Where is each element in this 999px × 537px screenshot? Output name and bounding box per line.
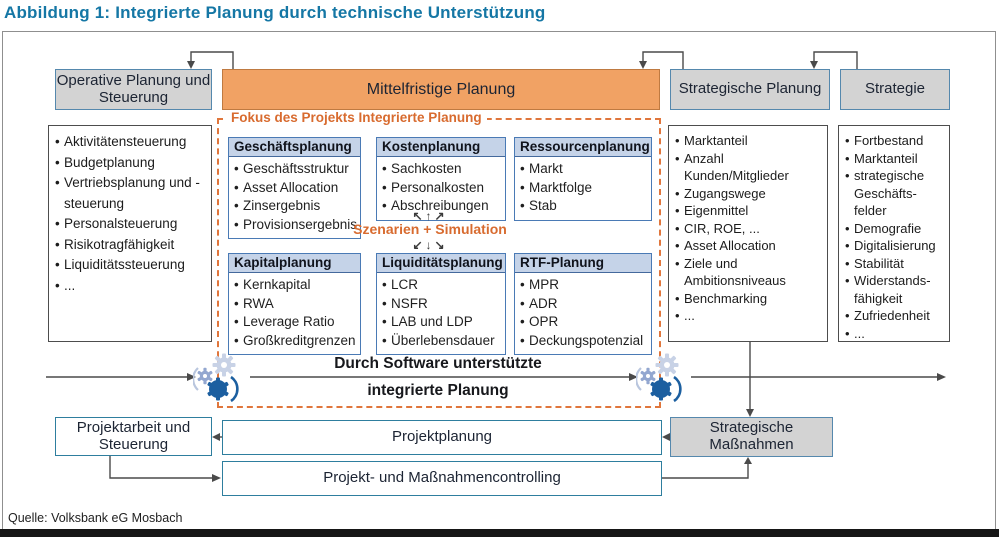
szenarien-simulation-label: Szenarien + Simulation <box>353 221 507 237</box>
panel-title: RTF-Planung <box>515 254 651 273</box>
strategische-planung-listbox: MarktanteilAnzahl Kunden/MitgliederZugan… <box>668 125 828 342</box>
list-item: Provisionsergebnis <box>234 216 358 235</box>
list-item: Sachkosten <box>382 160 503 179</box>
strategische-planung-list: MarktanteilAnzahl Kunden/MitgliederZugan… <box>675 132 824 325</box>
list-item: Budgetplanung <box>55 153 208 174</box>
list-item: Ziele und Ambitionsniveaus <box>675 255 824 290</box>
list-item: CIR, ROE, ... <box>675 220 824 238</box>
list-item: Demografie <box>845 220 946 238</box>
list-item: Personalkosten <box>382 179 503 198</box>
list-item: Vertriebsplanung und -steuerung <box>55 173 208 214</box>
header-strategie: Strategie <box>840 69 950 110</box>
panel-kostenplanung: Kostenplanung SachkostenPersonalkostenAb… <box>376 137 506 221</box>
list-item: ... <box>845 325 946 343</box>
list-item: Stab <box>520 197 649 216</box>
list-item: Personalsteuerung <box>55 214 208 235</box>
szenarien-arrows-up: ↖↑↗ <box>412 209 448 223</box>
list-item: LAB und LDP <box>382 313 503 332</box>
panel-list: MarktMarktfolgeStab <box>515 157 651 220</box>
list-item: Stabilität <box>845 255 946 273</box>
list-item: Widerstands- fähigkeit <box>845 272 946 307</box>
panel-ressourcenplanung: Ressourcenplanung MarktMarktfolgeStab <box>514 137 652 221</box>
szenarien-arrows-down: ↙↓↘ <box>412 238 448 252</box>
list-item: Aktivitätensteuerung <box>55 132 208 153</box>
list-item: Zufriedenheit <box>845 307 946 325</box>
list-item: NSFR <box>382 295 503 314</box>
figure-title: Abbildung 1: Integrierte Planung durch t… <box>4 3 546 22</box>
list-item: Leverage Ratio <box>234 313 358 332</box>
list-item: Benchmarking <box>675 290 824 308</box>
panel-list: GeschäftsstrukturAsset AllocationZinserg… <box>229 157 360 238</box>
software-gears-icon <box>636 353 682 403</box>
list-item: Marktanteil <box>845 150 946 168</box>
panel-title: Kapitalplanung <box>229 254 360 273</box>
projektarbeit-box: Projektarbeit und Steuerung <box>55 417 212 456</box>
strategie-list: FortbestandMarktanteilstrategische Gesch… <box>845 132 946 342</box>
header-operative-planung: Operative Planung und Steuerung <box>55 69 212 110</box>
software-band-line1: Durch Software unterstützte <box>334 355 542 372</box>
list-item: Geschäftsstruktur <box>234 160 358 179</box>
list-item: Risikotragfähigkeit <box>55 235 208 256</box>
panel-geschaeftsplanung: Geschäftsplanung GeschäftsstrukturAsset … <box>228 137 361 239</box>
panel-list: SachkostenPersonalkostenAbschreibungen <box>377 157 505 220</box>
list-item: Zugangswege <box>675 185 824 203</box>
list-item: Großkreditgrenzen <box>234 332 358 351</box>
list-item: Anzahl Kunden/Mitglieder <box>675 150 824 185</box>
panel-title: Kostenplanung <box>377 138 505 157</box>
panel-list: LCRNSFRLAB und LDPÜberlebensdauer <box>377 273 505 354</box>
list-item: Asset Allocation <box>675 237 824 255</box>
panel-list: MPRADROPRDeckungspotenzial <box>515 273 651 354</box>
projektplanung-box: Projektplanung <box>222 420 662 455</box>
list-item: Marktanteil <box>675 132 824 150</box>
list-item: Abschreibungen <box>382 197 503 216</box>
list-item: ... <box>675 307 824 325</box>
panel-rtf-planung: RTF-Planung MPRADROPRDeckungspotenzial <box>514 253 652 355</box>
list-item: LCR <box>382 276 503 295</box>
panel-kapitalplanung: Kapitalplanung KernkapitalRWALeverage Ra… <box>228 253 361 355</box>
list-item: RWA <box>234 295 358 314</box>
software-gears-icon <box>193 353 239 403</box>
list-item: Deckungspotenzial <box>520 332 649 351</box>
list-item: Zinsergebnis <box>234 197 358 216</box>
panel-liquiditaetsplanung: Liquiditätsplanung LCRNSFRLAB und LDPÜbe… <box>376 253 506 355</box>
list-item: ADR <box>520 295 649 314</box>
operative-planung-list: AktivitätensteuerungBudgetplanungVertrie… <box>55 132 208 296</box>
list-item: strategische Geschäfts- felder <box>845 167 946 220</box>
list-item: Digitalisierung <box>845 237 946 255</box>
panel-title: Ressourcenplanung <box>515 138 651 157</box>
software-band-line2: integrierte Planung <box>367 382 509 399</box>
focus-label: Fokus des Projekts Integrierte Planung <box>226 110 487 125</box>
list-item: Asset Allocation <box>234 179 358 198</box>
panel-title: Geschäftsplanung <box>229 138 360 157</box>
list-item: Marktfolge <box>520 179 649 198</box>
panel-title: Liquiditätsplanung <box>377 254 505 273</box>
header-mittelfristige-planung: Mittelfristige Planung <box>222 69 660 110</box>
bottom-rule <box>0 529 999 537</box>
list-item: ... <box>55 276 208 297</box>
controlling-box: Projekt- und Maßnahmencontrolling <box>222 461 662 496</box>
list-item: MPR <box>520 276 649 295</box>
list-item: Eigenmittel <box>675 202 824 220</box>
strategische-massnahmen-box: Strategische Maßnahmen <box>670 417 833 457</box>
list-item: Fortbestand <box>845 132 946 150</box>
strategie-listbox: FortbestandMarktanteilstrategische Gesch… <box>838 125 950 342</box>
panel-list: KernkapitalRWALeverage RatioGroßkreditgr… <box>229 273 360 354</box>
list-item: Liquiditätssteuerung <box>55 255 208 276</box>
header-strategische-planung: Strategische Planung <box>670 69 830 110</box>
source-note: Quelle: Volksbank eG Mosbach <box>8 511 183 525</box>
list-item: OPR <box>520 313 649 332</box>
list-item: Markt <box>520 160 649 179</box>
operative-planung-listbox: AktivitätensteuerungBudgetplanungVertrie… <box>48 125 212 342</box>
list-item: Kernkapital <box>234 276 358 295</box>
list-item: Überlebensdauer <box>382 332 503 351</box>
